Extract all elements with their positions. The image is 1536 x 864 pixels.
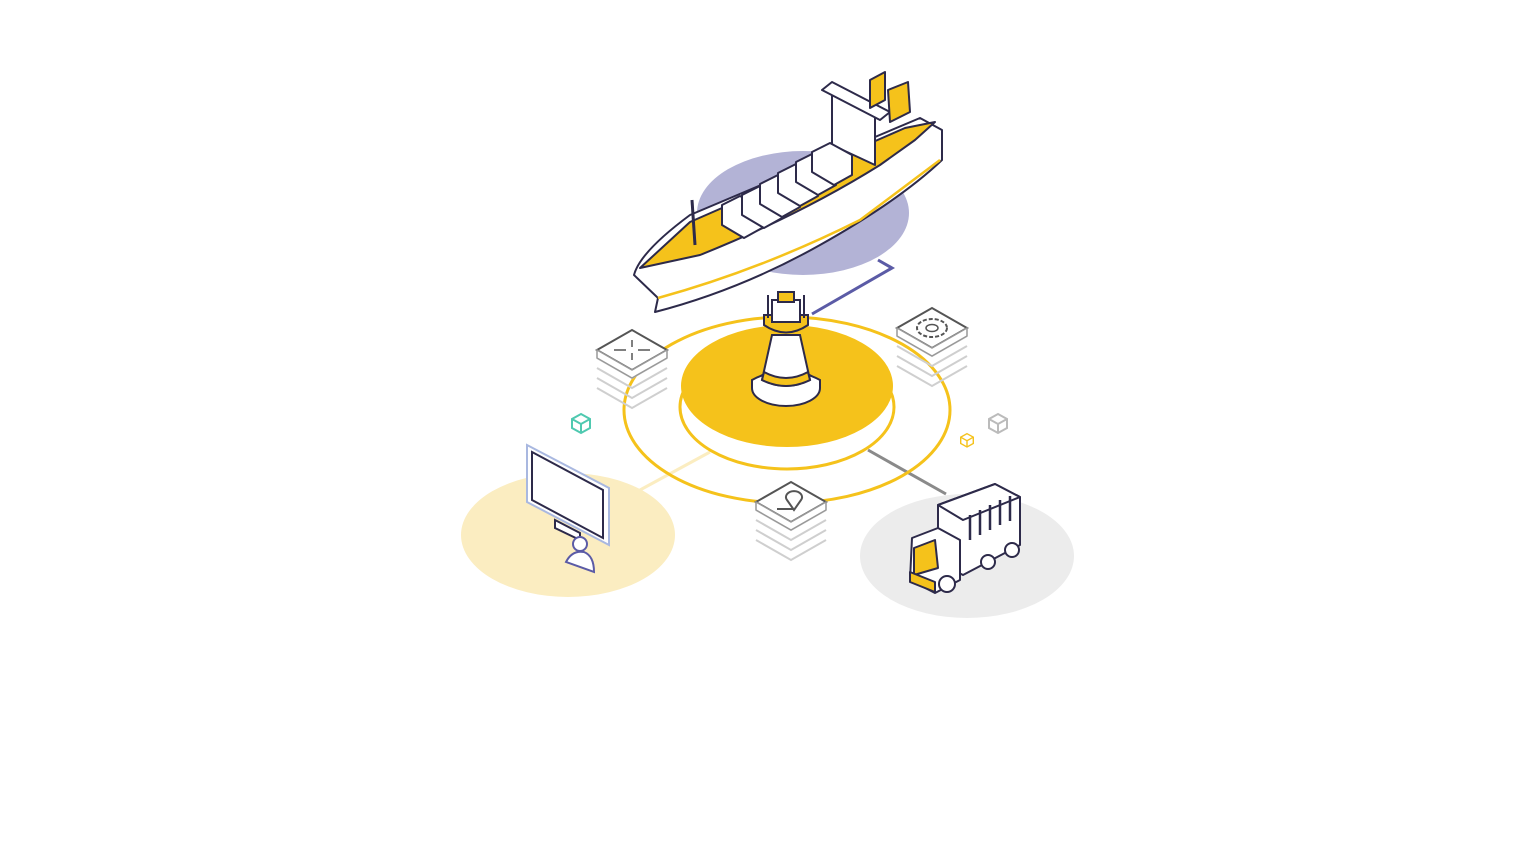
monitor-connector-line [639, 450, 711, 492]
truck-icon [909, 483, 1021, 594]
location-pin-icon [777, 490, 803, 512]
monitor-user-icon [526, 443, 610, 574]
ship-icon [633, 71, 943, 313]
cube-icon-yellow [960, 433, 974, 448]
stack-location [755, 481, 827, 561]
gear-icon [916, 318, 948, 338]
stack-settings [896, 307, 968, 387]
cube-icon-teal [571, 413, 591, 434]
cube-icon-gray [988, 413, 1008, 434]
ship-connector-line [811, 258, 896, 316]
tower-icon [751, 291, 821, 407]
stack-crosshair [596, 329, 668, 409]
crosshair-icon [614, 340, 650, 360]
